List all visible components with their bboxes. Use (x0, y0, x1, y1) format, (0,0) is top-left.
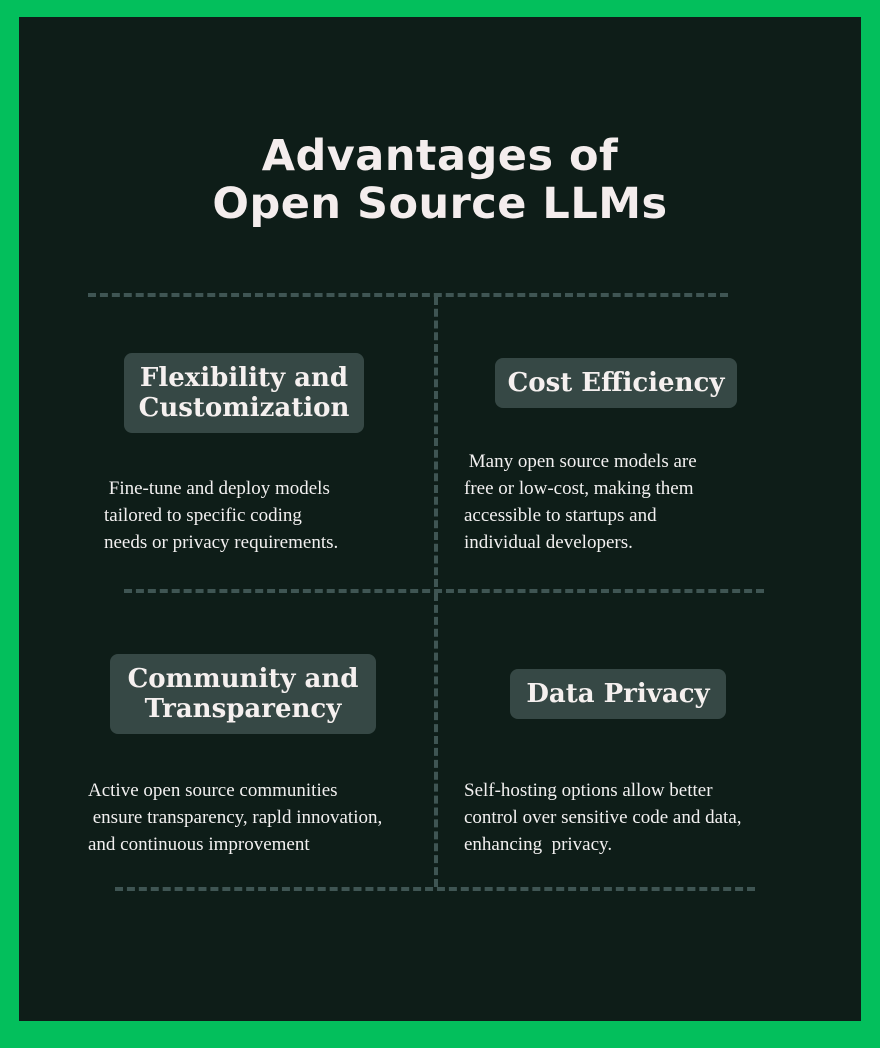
card-heading-privacy: Data Privacy (510, 669, 726, 719)
card-heading-cost: Cost Efficiency (495, 358, 737, 408)
card-heading-text: Data Privacy (526, 679, 710, 709)
card-body-community: Active open source communities ensure tr… (88, 780, 383, 855)
card-body-cost: Many open source models are free or low-… (464, 451, 697, 553)
divider-vertical-lower (434, 593, 438, 887)
card-body-flexibility: Fine-tune and deploy models tailored to … (104, 478, 339, 553)
divider-top (88, 293, 728, 297)
card-heading-community: Community and Transparency (110, 654, 376, 734)
card-heading-text: Flexibility and Customization (138, 363, 350, 423)
card-heading-text: Cost Efficiency (507, 368, 725, 398)
divider-middle (124, 589, 764, 593)
card-body-privacy: Self-hosting options allow better contro… (464, 780, 742, 855)
card-heading-flexibility: Flexibility and Customization (124, 353, 364, 433)
card-heading-text: Community and Transparency (127, 664, 359, 724)
divider-vertical-upper (434, 297, 438, 587)
title-line-1: Advantages of (261, 131, 619, 181)
page-title: Advantages of Open Source LLMs (0, 132, 880, 228)
divider-bottom (115, 887, 755, 891)
infographic-panel (19, 17, 861, 1021)
title-line-2: Open Source LLMs (212, 179, 668, 229)
